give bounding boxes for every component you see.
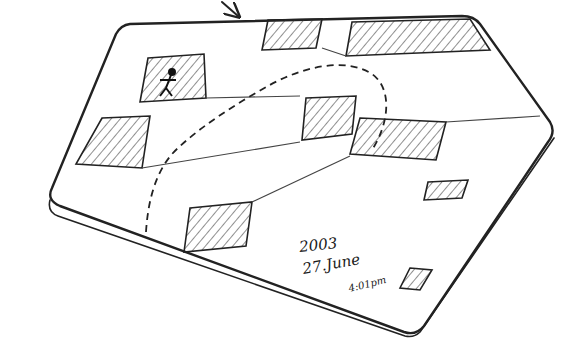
tile-face (50, 16, 552, 333)
dashed-route (146, 65, 386, 232)
building-blocks (76, 19, 490, 290)
handwritten-note: 2003 (298, 236, 338, 255)
handwritten-note: 4:01pm (348, 275, 388, 294)
handwritten-note: 27.June (301, 252, 361, 277)
road-lines (142, 48, 540, 202)
person-figure (160, 69, 176, 96)
tile-edge (49, 138, 554, 337)
pointer-arrow (222, 2, 238, 16)
